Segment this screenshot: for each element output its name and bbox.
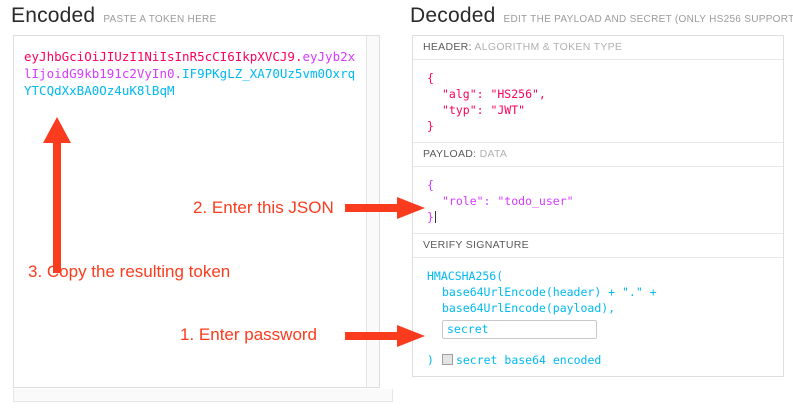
- annotation-arrow-right-json: [345, 197, 425, 219]
- payload-label-strong: PAYLOAD:: [423, 148, 477, 160]
- encoded-title: Encoded: [11, 4, 96, 27]
- header-line-open: {: [427, 71, 434, 85]
- payload-line-role: "role": "todo_user": [442, 194, 574, 208]
- encoded-horizontal-scrollbar[interactable]: [13, 389, 393, 402]
- decoded-subtitle: EDIT THE PAYLOAD AND SECRET (ONLY HS256 …: [503, 14, 793, 25]
- header-label-strong: HEADER:: [423, 41, 472, 53]
- header-line-typ: "typ": "JWT": [442, 103, 526, 117]
- encoded-token-text[interactable]: eyJhbGciOiJIUzI1NiIsInR5cCI6IkpXVCJ9.eyJ…: [24, 48, 360, 99]
- encoded-subtitle: PASTE A TOKEN HERE: [103, 14, 217, 25]
- annotation-arrow-right-password: [345, 325, 425, 347]
- header-line-close: }: [427, 119, 434, 133]
- payload-line-open: {: [427, 178, 434, 192]
- base64-encoded-checkbox[interactable]: [441, 354, 453, 365]
- token-signature-segment: IF9PKgLZ_XA70Uz5vm0OxrqYTCQdXxBA0Oz4uK8l…: [24, 66, 356, 98]
- text-cursor: [434, 211, 436, 223]
- header-section-label: HEADER: ALGORITHM & TOKEN TYPE: [413, 36, 783, 60]
- base64-encoded-label: secret base64 encoded: [455, 353, 602, 367]
- payload-section-body[interactable]: { "role": "todo_user" }: [413, 167, 783, 234]
- payload-close-brace: }: [427, 210, 434, 224]
- decoded-heading: Decoded EDIT THE PAYLOAD AND SECRET (ONLY…: [410, 4, 793, 28]
- decoded-panel: HEADER: ALGORITHM & TOKEN TYPE { "alg": …: [412, 35, 784, 377]
- annotation-enter-password: 1. Enter password: [180, 325, 318, 344]
- signature-section: VERIFY SIGNATURE HMACSHA256( base64UrlEn…: [413, 234, 783, 368]
- payload-section: PAYLOAD: DATA { "role": "todo_user" }: [413, 143, 783, 234]
- signature-line-fn-close: ): [427, 353, 434, 367]
- payload-section-label: PAYLOAD: DATA: [413, 143, 783, 167]
- header-section: HEADER: ALGORITHM & TOKEN TYPE { "alg": …: [413, 36, 783, 143]
- secret-input[interactable]: [442, 320, 597, 339]
- signature-section-label: VERIFY SIGNATURE: [413, 234, 783, 258]
- signature-line-arg2: base64UrlEncode(payload),: [442, 301, 616, 315]
- signature-line-fn-open: HMACSHA256(: [427, 269, 504, 283]
- header-section-body[interactable]: { "alg": "HS256", "typ": "JWT" }: [413, 60, 783, 143]
- annotation-arrow-up: [43, 117, 71, 273]
- annotation-copy-token: 3. Copy the resulting token: [28, 262, 231, 281]
- header-label-rest: ALGORITHM & TOKEN TYPE: [474, 41, 623, 53]
- signature-line-arg1: base64UrlEncode(header) + "." +: [442, 285, 657, 299]
- encoded-heading: Encoded PASTE A TOKEN HERE: [11, 4, 217, 28]
- token-separator-2: .: [174, 66, 183, 81]
- payload-label-rest: DATA: [479, 148, 508, 160]
- token-payload-segment: eyJyb2xlIjoidG9kb191c2VyIn0: [24, 49, 356, 81]
- annotation-enter-json: 2. Enter this JSON: [193, 198, 334, 217]
- header-line-alg: "alg": "HS256",: [442, 87, 546, 101]
- signature-footer-row: ) secret base64 encoded: [413, 352, 783, 368]
- token-separator-1: .: [294, 49, 303, 64]
- token-header-segment: eyJhbGciOiJIUzI1NiIsInR5cCI6IkpXVCJ9: [24, 49, 295, 64]
- signature-label-strong: VERIFY SIGNATURE: [423, 239, 529, 251]
- payload-line-close: }: [427, 209, 783, 225]
- decoded-title: Decoded: [410, 4, 496, 27]
- signature-section-body: HMACSHA256( base64UrlEncode(header) + ".…: [413, 258, 783, 349]
